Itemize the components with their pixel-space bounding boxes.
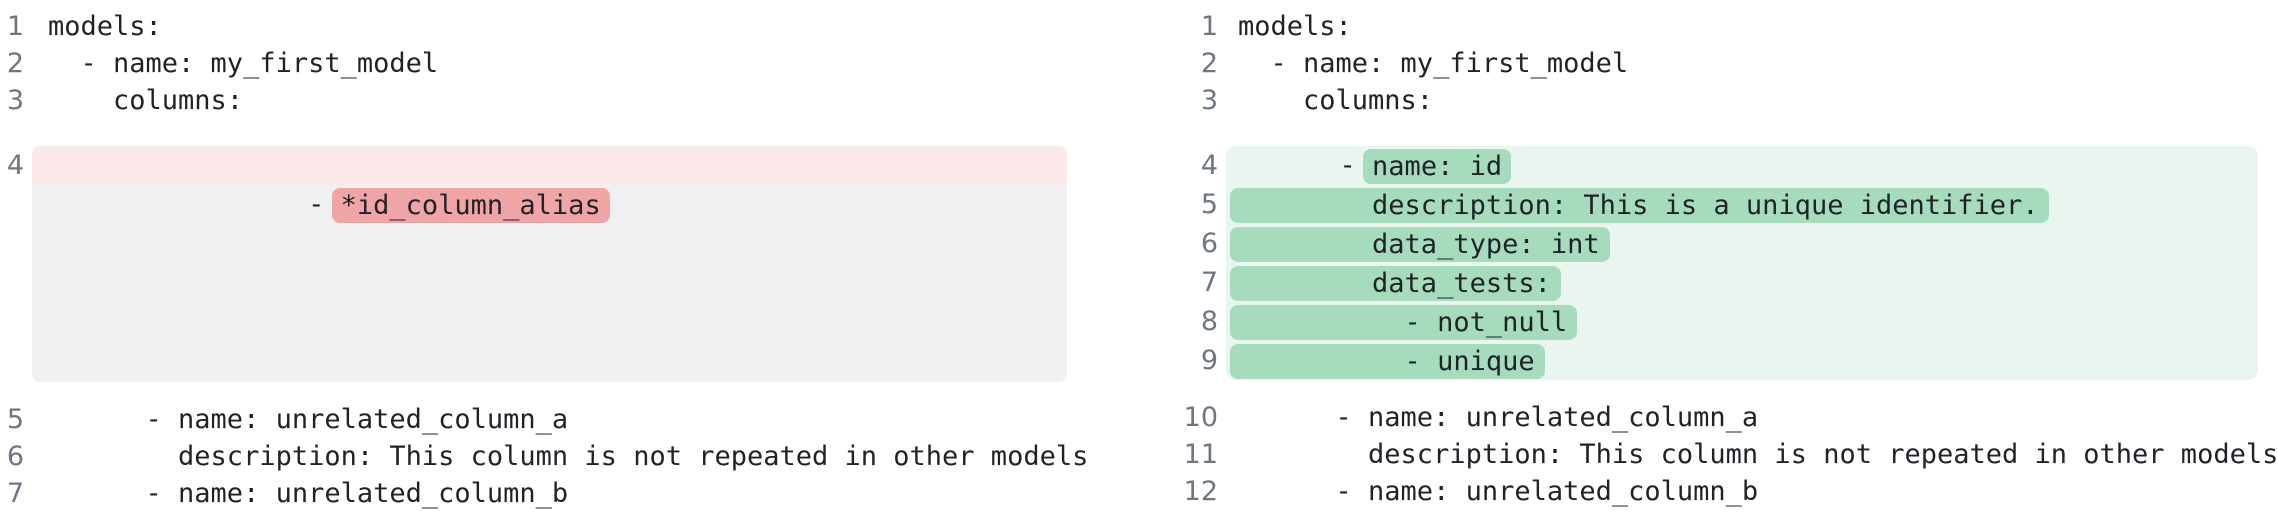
added-token: data_tests:: [1230, 266, 1561, 301]
added-token: - not_null: [1230, 305, 1578, 340]
added-line: - name: id: [1226, 146, 2258, 185]
code-line: 11 description: This column is not repea…: [1139, 436, 2278, 473]
added-line: - unique: [1226, 341, 2258, 380]
line-number: 10: [1183, 402, 1218, 433]
line-number: 11: [1183, 439, 1218, 470]
code-text: -: [210, 189, 341, 220]
code-text: - name: my_first_model: [1238, 48, 1629, 79]
line-number: 12: [1183, 476, 1218, 507]
code-text: columns:: [1238, 85, 1434, 116]
code-text: - name: unrelated_column_b: [1238, 476, 1759, 507]
code-line: 10 - name: unrelated_column_a: [1139, 399, 2278, 436]
code-line: 7 - name: unrelated_column_b: [0, 475, 1139, 512]
code-text: description: This column is not repeated…: [1238, 439, 2278, 470]
added-token: description: This is a unique identifier…: [1230, 188, 2049, 223]
code-text: - name: unrelated_column_a: [1238, 402, 1759, 433]
added-line: - not_null: [1226, 302, 2258, 341]
chunk-body: - *id_column_alias: [32, 146, 1067, 382]
added-line: description: This is a unique identifier…: [1226, 185, 2258, 224]
added-line: data_type: int: [1226, 224, 2258, 263]
removed-chunk: 4 - *id_column_alias: [0, 146, 1139, 382]
code-text: description: This column is not repeated…: [48, 441, 1089, 472]
code-text: models:: [1238, 11, 1352, 42]
line-number: 5: [1200, 189, 1218, 220]
line-number: 6: [6, 441, 24, 472]
removed-line: - *id_column_alias: [32, 146, 1067, 223]
code-line: 1 models:: [0, 8, 1139, 45]
code-text: - name: unrelated_column_a: [48, 404, 569, 435]
line-number: 2: [6, 48, 24, 79]
line-number: 4: [6, 150, 24, 181]
added-line: data_tests:: [1226, 263, 2258, 302]
added-token: - unique: [1230, 344, 1545, 379]
added-token: name: id: [1363, 149, 1512, 184]
chunk-gutter: 4 5 6 7 8 9: [1139, 146, 1218, 380]
code-line: 2 - name: my_first_model: [1139, 45, 2278, 82]
code-line: 6 description: This column is not repeat…: [0, 438, 1139, 475]
code-text: models:: [48, 11, 162, 42]
code-text: columns:: [48, 85, 244, 116]
line-number: 8: [1200, 306, 1218, 337]
code-text: - name: unrelated_column_b: [48, 478, 569, 509]
line-number: 9: [1200, 345, 1218, 376]
code-line: 12 - name: unrelated_column_b: [1139, 473, 2278, 510]
chunk-gutter: 4: [0, 146, 24, 382]
code-text: - name: my_first_model: [48, 48, 439, 79]
code-line: 3 columns:: [0, 82, 1139, 119]
line-number: 1: [6, 11, 24, 42]
code-line: 3 columns:: [1139, 82, 2278, 119]
removed-token: *id_column_alias: [331, 188, 610, 223]
line-number: 3: [6, 85, 24, 116]
code-line: 2 - name: my_first_model: [0, 45, 1139, 82]
code-text: -: [1242, 150, 1373, 181]
line-number: 7: [1200, 267, 1218, 298]
line-number: 6: [1200, 228, 1218, 259]
code-line: 5 - name: unrelated_column_a: [0, 401, 1139, 438]
added-chunk: 4 5 6 7 8 9 - name: id description: This is a…: [1139, 146, 2278, 380]
line-number: 4: [1200, 150, 1218, 181]
line-number: 5: [6, 404, 24, 435]
line-number: 7: [6, 478, 24, 509]
added-token: data_type: int: [1230, 227, 1610, 262]
line-number: 2: [1200, 48, 1218, 79]
added-block: - name: id description: This is a unique…: [1226, 146, 2258, 380]
code-line: 1 models:: [1139, 8, 2278, 45]
line-number: 3: [1200, 85, 1218, 116]
line-number: 1: [1200, 11, 1218, 42]
